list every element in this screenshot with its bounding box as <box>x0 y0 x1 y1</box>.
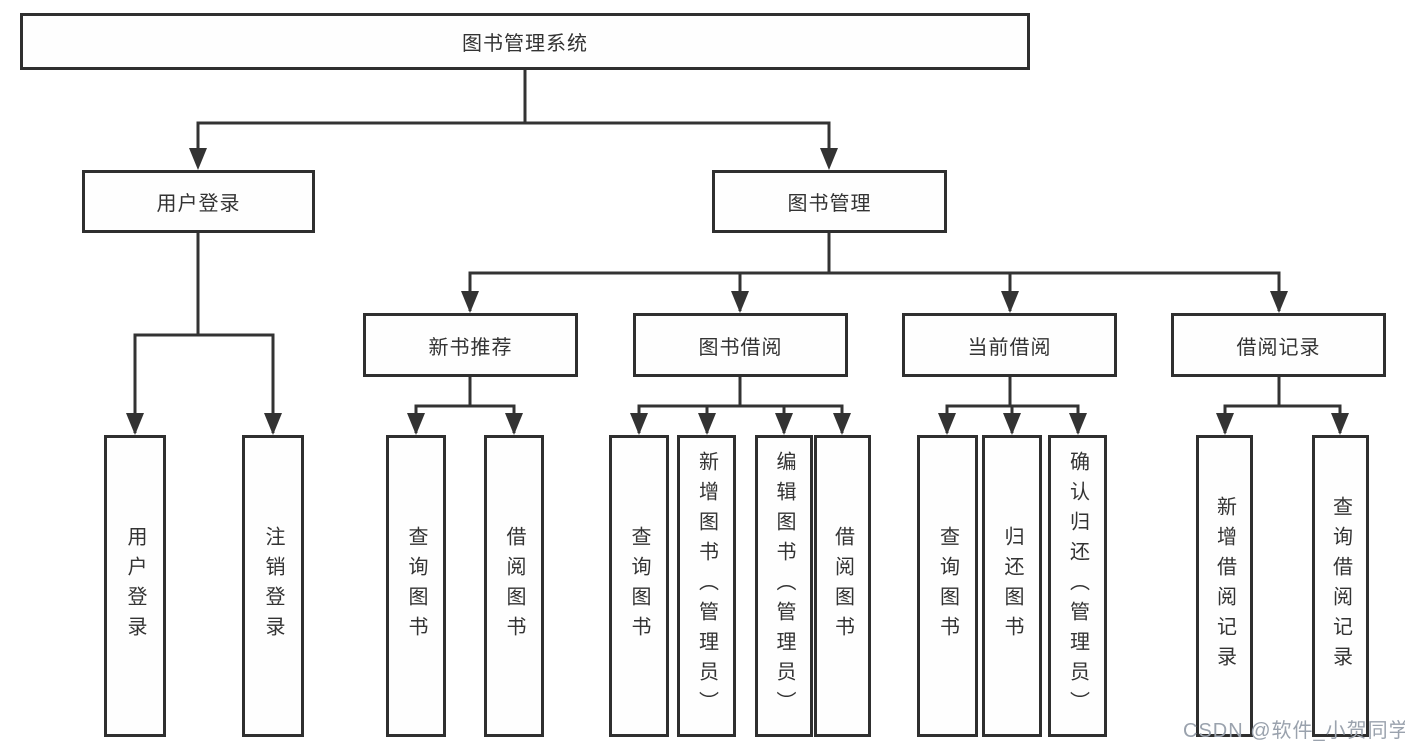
leaf-add-book-admin: 新增图书（管理员） <box>677 435 736 737</box>
node-user-login: 用户登录 <box>82 170 315 233</box>
leaf-query-book-recommend: 查询图书 <box>386 435 446 737</box>
leaf-query-borrow-record: 查询借阅记录 <box>1312 435 1369 737</box>
leaf-return-book: 归还图书 <box>982 435 1042 737</box>
node-current-borrow: 当前借阅 <box>902 313 1117 377</box>
leaf-query-book-borrow: 查询图书 <box>609 435 669 737</box>
leaf-borrow-book-recommend: 借阅图书 <box>484 435 544 737</box>
leaf-user-login: 用户登录 <box>104 435 166 737</box>
leaf-edit-book-admin: 编辑图书（管理员） <box>755 435 813 737</box>
leaf-query-book-current: 查询图书 <box>917 435 978 737</box>
node-borrow-record: 借阅记录 <box>1171 313 1386 377</box>
node-book-borrow: 图书借阅 <box>633 313 848 377</box>
leaf-add-borrow-record: 新增借阅记录 <box>1196 435 1253 737</box>
node-new-book-recommend: 新书推荐 <box>363 313 578 377</box>
node-root-library-system: 图书管理系统 <box>20 13 1030 70</box>
arrowheads <box>126 148 1349 435</box>
leaf-borrow-book: 借阅图书 <box>814 435 871 737</box>
leaf-confirm-return-admin: 确认归还（管理员） <box>1048 435 1107 737</box>
leaf-logout: 注销登录 <box>242 435 304 737</box>
node-book-management: 图书管理 <box>712 170 947 233</box>
csdn-watermark: CSDN @软件_小贺同学 <box>1183 720 1405 742</box>
